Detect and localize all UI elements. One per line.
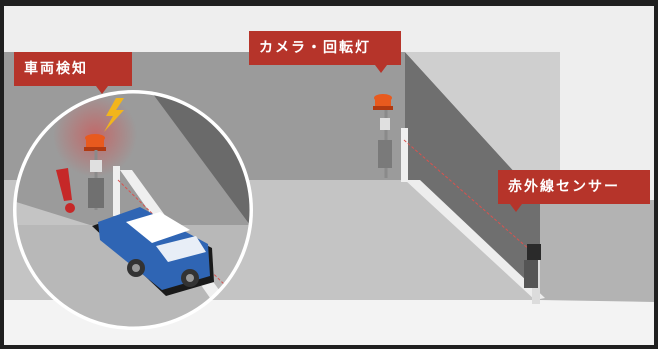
- camera-beacon-unit: [373, 94, 531, 251]
- vehicle-detection-callout: 車両検知: [14, 52, 132, 94]
- detection-magnifier: [13, 90, 253, 330]
- exclamation-icon: [56, 168, 75, 213]
- lightning-icon: [104, 98, 124, 132]
- camera-beacon-callout: カメラ・回転灯: [249, 31, 401, 73]
- infrared-sensor-callout: 赤外線センサー: [498, 170, 650, 212]
- infrared-sensor-unit: [524, 244, 541, 304]
- car: [92, 207, 214, 296]
